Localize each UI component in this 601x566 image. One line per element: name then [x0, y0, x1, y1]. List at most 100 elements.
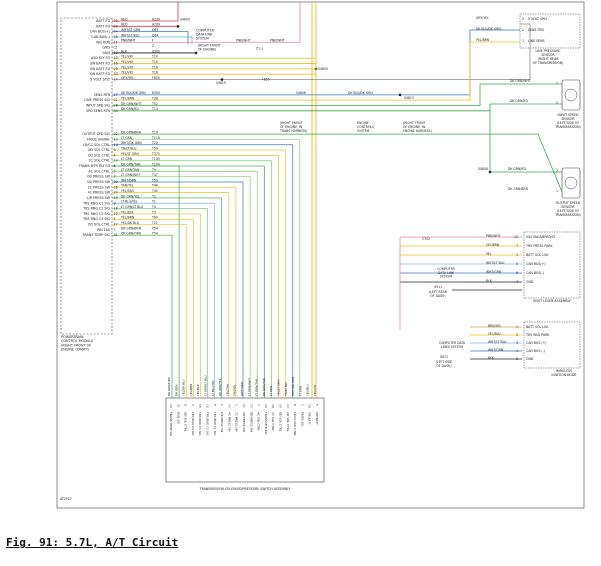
ground-note: (LEFT REAR — [429, 290, 448, 294]
solenoid-pin-number: 12 — [227, 404, 231, 408]
pcm-pin-label: ASD RLY FD — [91, 56, 111, 60]
pcm-pin-number: 25 — [114, 35, 118, 39]
pcm-pin-number: 1 — [114, 217, 116, 221]
pcm-label: ENGINE COMP'T) — [61, 348, 90, 352]
can-bus-wire — [112, 36, 193, 44]
pcm-wire-code: T45 — [151, 189, 158, 193]
pcm-pin-label: TRS RNG C2 SIG — [82, 207, 110, 211]
solenoid-connector — [165, 397, 325, 483]
splice-label: S4813 — [404, 96, 414, 100]
sensor-label: LINE PRESSURE — [536, 49, 561, 53]
pcm-pin-number: 6 — [114, 164, 116, 168]
ground-note: OF DASH) — [436, 364, 451, 368]
engine-note: ENGINE HARNESS) — [403, 129, 432, 133]
node-pin-label: GND — [526, 357, 534, 361]
pcm-wire-label: DK GRN/RD — [121, 107, 139, 111]
pcm-pin-label: TRANS TEMP SIG — [81, 233, 110, 237]
pcm-pin-label: UD PRESS SW — [87, 180, 111, 184]
pcm-pin-label: 4C PRESS SW — [88, 191, 111, 195]
solenoid-wire-label: YEL/VIO — [313, 384, 317, 396]
solenoid-pin-label: OD SOL CTRL — [279, 412, 283, 432]
sensor-label: (LEFT SIDE OF — [557, 121, 580, 125]
splice-dot — [398, 93, 402, 97]
solenoid-wire — [112, 165, 265, 398]
pcm-wire-label: WHT/GRN — [121, 178, 137, 182]
pcm-pin-number: 13 — [114, 137, 118, 141]
pcm-pin-label: IGN RUN — [96, 40, 111, 44]
output-speed-wire — [537, 133, 563, 193]
pcm-wire-label: RED — [121, 23, 128, 27]
pcm-pin-number: C1 — [114, 46, 118, 50]
pcm-pin-label: SPD SENS RTN — [86, 109, 111, 113]
pcm-pin-label: FR/DS SIGNAL — [87, 137, 110, 141]
dlc-label: LINKS SYSTEM — [441, 345, 464, 349]
sensor-label: (RIGHT REAR — [538, 57, 560, 61]
solenoid-wire — [112, 224, 187, 398]
pcm-label: (RIGHT FRONT OF — [61, 343, 91, 347]
solenoid-wire-label: LT GRN/LT BLU — [204, 375, 208, 396]
solenoid-label: TRANSMISSION SOLENOID/PRESSURE SWITCH AS… — [199, 487, 291, 491]
pcm-pin-label: 5 VOLT SPLY — [90, 78, 111, 82]
pcm-pin-number: 10 — [114, 143, 118, 147]
wire-label: YEL/BRN — [476, 38, 490, 42]
splice-label: S4808 — [296, 91, 306, 95]
sensor-pin: 2 — [556, 101, 558, 105]
pcm-pin-label: SW BATT FD — [90, 67, 111, 71]
input-speed-sensor-body — [561, 79, 581, 111]
pcm-pin-number: 24 — [114, 30, 118, 34]
footer-code: AT2F07 — [60, 497, 72, 501]
pcm-wire-code: T54 — [151, 232, 158, 236]
ground-note: (LEFT SIDE — [436, 360, 453, 364]
pcm-wire-code: A209 — [152, 23, 160, 27]
solenoid-pin-number: 19 — [271, 404, 275, 408]
shift-pin-label: CAN BUS(+) — [526, 262, 546, 266]
node-pin-label: CAN BUS (+) — [526, 341, 547, 345]
solenoid-wire-label: WHT/GRN — [240, 382, 244, 396]
pcm-wire-label: LT GRN — [121, 136, 133, 140]
wires-layer — [112, 2, 563, 398]
pcm-wire-label: WHT/LT BLU — [121, 33, 139, 37]
node-pin-label: BATT SOL ULK — [526, 325, 549, 329]
solenoid-wire-label: DK GRN/TAN — [262, 378, 266, 396]
pcm-wire-label: YEL/LT GRN — [121, 152, 139, 156]
wire-label: PNK/WHT — [270, 39, 285, 43]
splice-dot — [220, 78, 224, 81]
sensor-label: INPUT SPEED — [558, 113, 580, 117]
solenoid-wire-label: LT BLU/YEL — [211, 380, 215, 396]
wire-label: WHT/LT BLU — [486, 261, 504, 265]
figure-caption: Fig. 91: 5.7L, A/T Circuit — [6, 536, 179, 549]
solenoid-wire — [112, 171, 258, 398]
solenoid-pin-number: 2 — [220, 404, 224, 406]
shift-pin-label: IGN UNLAMPED/ST — [526, 235, 556, 239]
pcm-pin-number: 9 — [114, 148, 116, 152]
wire-label: DK GRN/RD — [508, 167, 526, 171]
pcm-pin-number: 17 — [114, 78, 118, 82]
pcm-pin-label: SW BATT FD — [90, 62, 111, 66]
solenoid-wire — [112, 176, 251, 398]
solenoid-wire-label: TN/LT BLU — [284, 382, 288, 397]
solenoid-wire-label: TAN/YEL — [233, 384, 237, 397]
solenoid-pin-label: TRS RNG C3 SIG — [198, 411, 202, 436]
sensor-label: SENSOR — [561, 205, 575, 209]
shift-pin-label: BATT SOL ULK — [526, 253, 549, 257]
pcm-wire-label: LT GRN/WHT — [121, 173, 140, 177]
solenoid-pin-number: 17 — [249, 404, 253, 408]
solenoid-pin-label: TRS RNG C4 SIG — [191, 411, 195, 436]
solenoid-pin-label: UD PRESS SW — [242, 412, 246, 432]
ign-run-wire — [112, 2, 301, 43]
pcm-wire-code: T52 — [151, 102, 158, 106]
pcm-wire-code: D65 — [152, 28, 158, 32]
static-layer — [60, 13, 581, 483]
pcm-pin-number: 18 — [114, 51, 118, 55]
pcm-wire-code: F — [152, 39, 154, 43]
splice-label: S4809 — [318, 67, 328, 71]
pcm-wire-code: T1 — [151, 200, 156, 204]
dlc-note: (RIGHT FRONT — [198, 44, 221, 48]
sensor-label: SENSOR — [541, 53, 555, 57]
shift-lever-label: SHIFT LEVER ASSEMBLY — [533, 299, 571, 303]
solenoid-wire — [112, 149, 286, 398]
sensor-label: TRANSMISSION) — [554, 213, 580, 217]
solenoid-pin-label: SW BATT — [315, 412, 319, 425]
solenoid-wire — [112, 139, 301, 398]
wire-label: DK BLU/DK GRN — [476, 27, 501, 31]
